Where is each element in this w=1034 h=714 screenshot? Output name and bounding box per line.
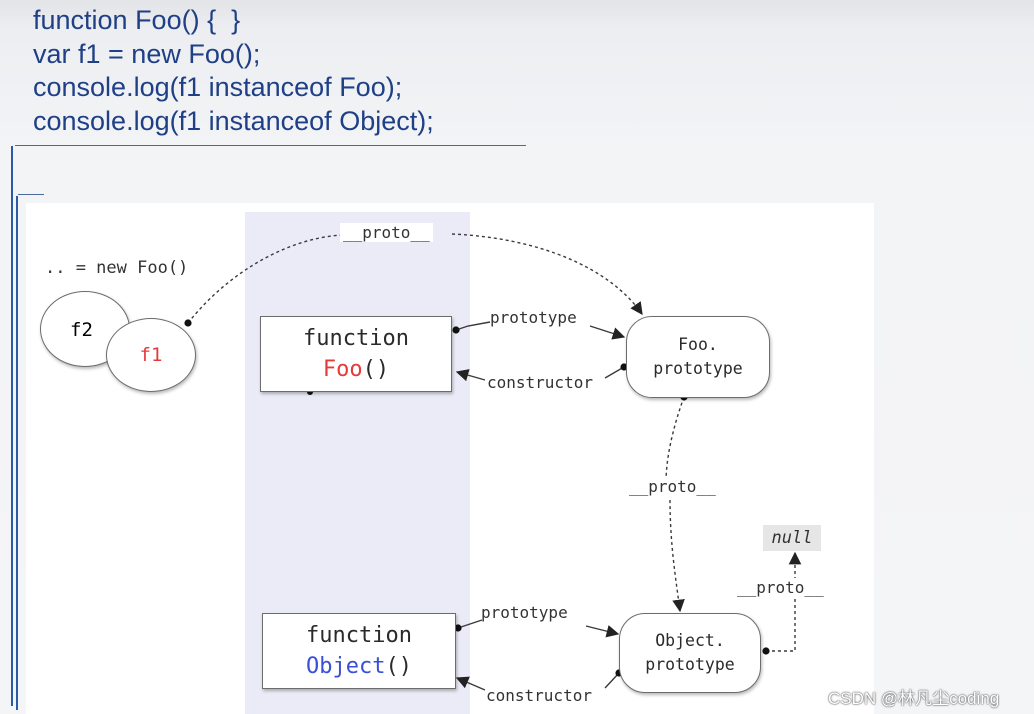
function-foo-keyword: function bbox=[303, 326, 409, 351]
label-proto-mid: __proto__ bbox=[626, 477, 719, 496]
function-object-box: function Object() bbox=[262, 613, 456, 689]
code-line-1: function Foo() { } bbox=[33, 5, 241, 35]
object-prototype-line1: Object. bbox=[655, 631, 725, 650]
annotation-underline bbox=[15, 145, 526, 146]
edge-prototype-foo bbox=[455, 321, 624, 337]
function-object-parens: () bbox=[385, 654, 412, 679]
annotation-bracket-inner bbox=[16, 196, 18, 710]
function-foo-signature: Foo() bbox=[323, 354, 389, 385]
edge-f1-proto-tail bbox=[451, 233, 643, 316]
edge-constructor-foo bbox=[457, 367, 625, 380]
watermark: CSDN @林凡尘coding bbox=[828, 689, 1000, 708]
instance-f2-label: f2 bbox=[70, 319, 93, 341]
function-object-keyword: function bbox=[306, 623, 412, 648]
function-foo-name: Foo bbox=[322, 357, 363, 382]
code-line-2: var f1 = new Foo(); bbox=[33, 38, 261, 69]
code-line-3: console.log(f1 instanceof Foo); bbox=[33, 72, 403, 102]
label-proto-top: __proto__ bbox=[340, 223, 433, 242]
label-proto-null: __proto__ bbox=[734, 578, 827, 597]
code-line-4: console.log(f1 instanceof Object); bbox=[33, 105, 434, 136]
label-prototype-object: prototype bbox=[481, 603, 568, 622]
edge-object-proto-null bbox=[766, 553, 795, 652]
new-foo-expression: .. = new Foo() bbox=[45, 258, 189, 278]
foo-prototype-box: Foo. prototype bbox=[626, 316, 770, 398]
function-foo-box: function Foo() bbox=[260, 316, 452, 392]
edge-f1-proto bbox=[187, 234, 343, 324]
edge-prototype-object bbox=[457, 619, 618, 634]
code-block: function Foo() { } var f1 = new Foo(); c… bbox=[33, 4, 434, 138]
null-box: null bbox=[763, 525, 821, 551]
label-constructor-object: constructor bbox=[486, 686, 592, 705]
edge-foo-proto-proto bbox=[665, 396, 685, 483]
instance-f1: f1 bbox=[106, 318, 196, 392]
function-foo-parens: () bbox=[362, 357, 390, 382]
label-prototype-foo: prototype bbox=[490, 308, 577, 327]
object-prototype-line2: prototype bbox=[645, 655, 735, 674]
foo-prototype-line1: Foo. bbox=[678, 335, 718, 354]
object-prototype-box: Object. prototype bbox=[619, 613, 761, 693]
function-object-signature: Object() bbox=[306, 651, 412, 682]
function-object-name: Object bbox=[306, 654, 386, 679]
annotation-bracket-outer bbox=[11, 146, 13, 706]
annotation-short-line bbox=[18, 194, 44, 195]
edge-foo-proto-proto-tail bbox=[669, 499, 685, 613]
foo-prototype-line2: prototype bbox=[653, 359, 743, 378]
label-constructor-foo: constructor bbox=[487, 373, 593, 392]
